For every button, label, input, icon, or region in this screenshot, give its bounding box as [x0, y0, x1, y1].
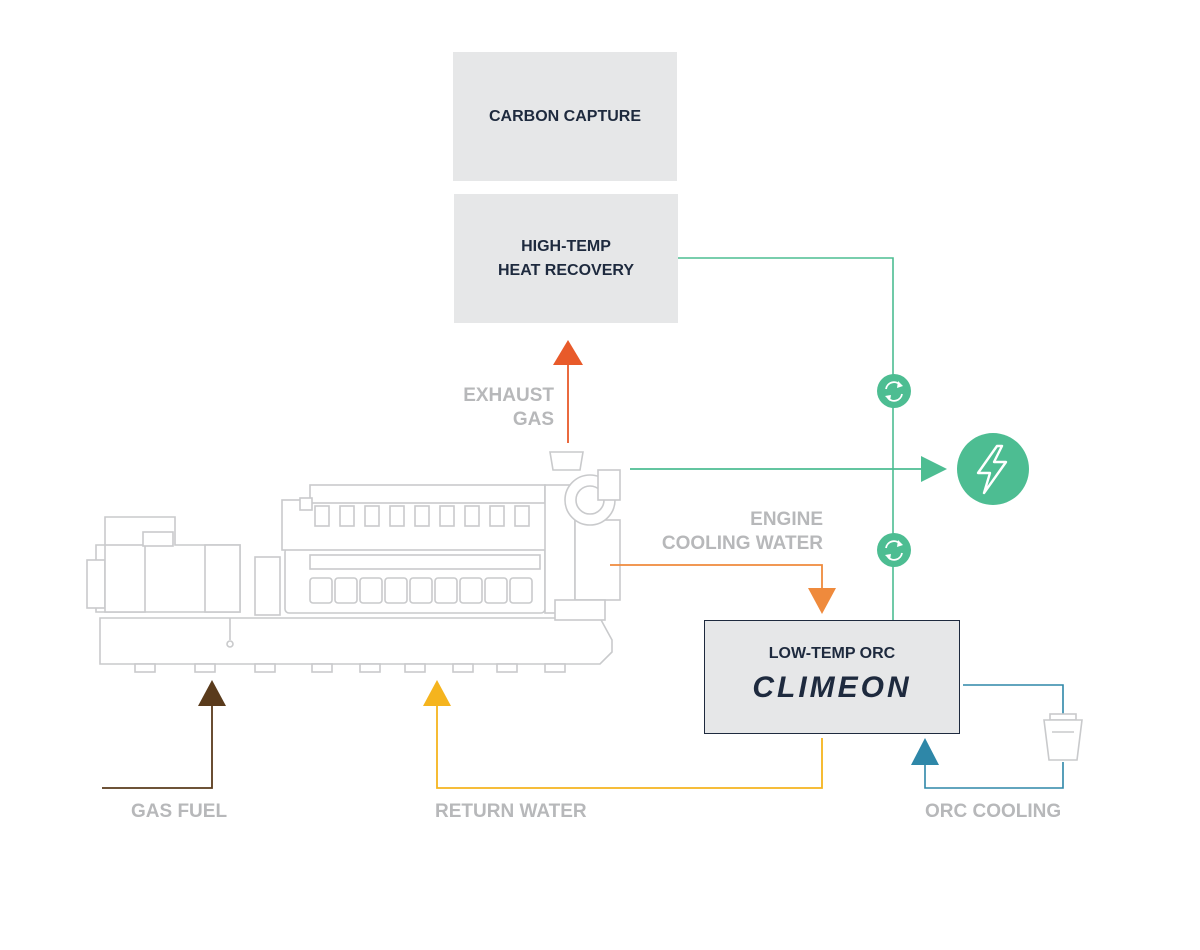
- orc-cooling-flow: [911, 684, 1064, 789]
- recycle-icon-lower: [877, 533, 911, 567]
- exhaust-gas-label-line2: GAS: [512, 409, 554, 430]
- gas-fuel-label: GAS FUEL: [131, 801, 228, 822]
- return-water-flow: [423, 680, 823, 789]
- climeon-logo: CLIMEON: [752, 671, 912, 704]
- heat-recovery-label-line1: HIGH-TEMP: [521, 237, 611, 255]
- heat-recovery-box: HIGH-TEMP HEAT RECOVERY: [454, 194, 678, 323]
- heat-recovery-label-line2: HEAT RECOVERY: [497, 261, 634, 279]
- crankcase-doors: [309, 577, 533, 604]
- carbon-capture-label: CARBON CAPTURE: [489, 107, 641, 125]
- heat-recovery-line: [678, 257, 894, 620]
- engine-cooling-label-line2: COOLING WATER: [661, 533, 823, 554]
- lightning-bolt-icon: [957, 433, 1029, 505]
- exhaust-gas-flow: [553, 340, 583, 443]
- cooling-tower-icon: [1043, 713, 1083, 761]
- engine-cooling-label-line1: ENGINE: [750, 509, 823, 530]
- orc-title: LOW-TEMP ORC: [768, 645, 896, 662]
- orc-cooling-label: ORC COOLING: [925, 801, 1062, 822]
- engine-illustration: [86, 451, 621, 673]
- cylinder-heads: [314, 505, 530, 527]
- low-temp-orc-box: LOW-TEMP ORC CLIMEON: [704, 620, 960, 734]
- engine-cooling-flow: [610, 564, 836, 614]
- return-water-label: RETURN WATER: [435, 801, 587, 822]
- engine-cooling-water-label: ENGINE COOLING WATER: [640, 508, 823, 556]
- carbon-capture-box: CARBON CAPTURE: [453, 52, 677, 181]
- electricity-flow: [630, 456, 947, 482]
- exhaust-gas-label: EXHAUST GAS: [440, 384, 554, 432]
- exhaust-gas-label-line1: EXHAUST: [463, 385, 554, 406]
- recycle-icon-upper: [877, 374, 911, 408]
- gas-fuel-flow: [102, 680, 226, 789]
